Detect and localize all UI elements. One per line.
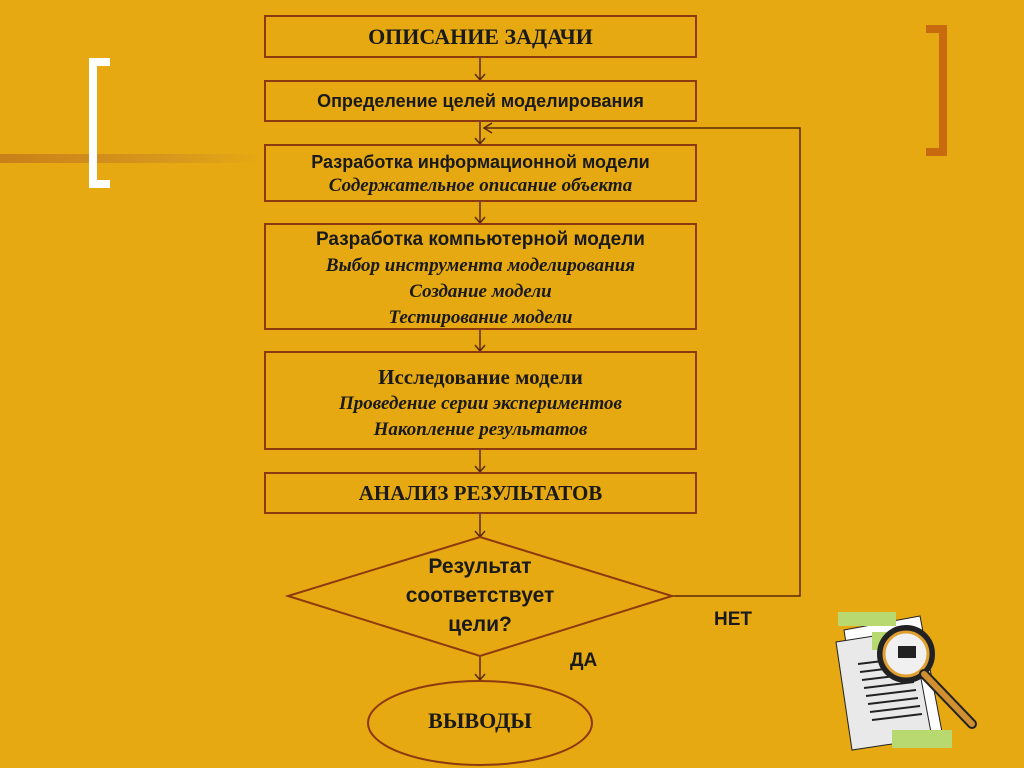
terminal-oval — [367, 680, 593, 766]
branch-yes-label: ДА — [570, 650, 598, 671]
decision-label: Результат соответствует цели? — [380, 552, 580, 639]
magnifier-document-icon — [835, 612, 977, 751]
step-title: Разработка информационной модели — [311, 152, 650, 172]
right-bracket-icon — [926, 25, 947, 156]
decision-line: Результат — [428, 555, 532, 578]
step-detail: Накопление результатов — [373, 419, 588, 440]
step-detail: Содержательное описание объекта — [328, 175, 633, 196]
left-bracket-icon — [89, 58, 110, 188]
decision-line: цели? — [448, 613, 512, 636]
step-title: Разработка компьютерной модели — [315, 229, 645, 250]
decision-line: соответствует — [405, 584, 555, 607]
step-title: Исследование модели — [378, 365, 583, 389]
step-title: АНАЛИЗ РЕЗУЛЬТАТОВ — [358, 481, 603, 505]
terminal-label: ВЫВОДЫ — [428, 708, 532, 733]
decision-diamond — [284, 535, 676, 658]
branch-no-label: НЕТ — [714, 609, 752, 630]
decorative-stripe — [0, 154, 262, 163]
step-detail: Тестирование модели — [388, 307, 573, 328]
step-model-research: Исследование модели Проведение серии экс… — [264, 351, 697, 450]
step-title: Определение целей моделирования — [317, 91, 644, 111]
step-info-model: Разработка информационной модели Содержа… — [264, 144, 697, 202]
step-title: ОПИСАНИЕ ЗАДАЧИ — [368, 24, 593, 49]
step-computer-model: Разработка компьютерной модели Выбор инс… — [264, 223, 697, 330]
step-task-description: ОПИСАНИЕ ЗАДАЧИ — [264, 15, 697, 58]
step-detail: Создание модели — [409, 281, 552, 302]
step-goals: Определение целей моделирования — [264, 80, 697, 122]
step-results-analysis: АНАЛИЗ РЕЗУЛЬТАТОВ — [264, 472, 697, 514]
step-detail: Выбор инструмента моделирования — [325, 255, 636, 276]
step-detail: Проведение серии экспериментов — [339, 393, 622, 414]
